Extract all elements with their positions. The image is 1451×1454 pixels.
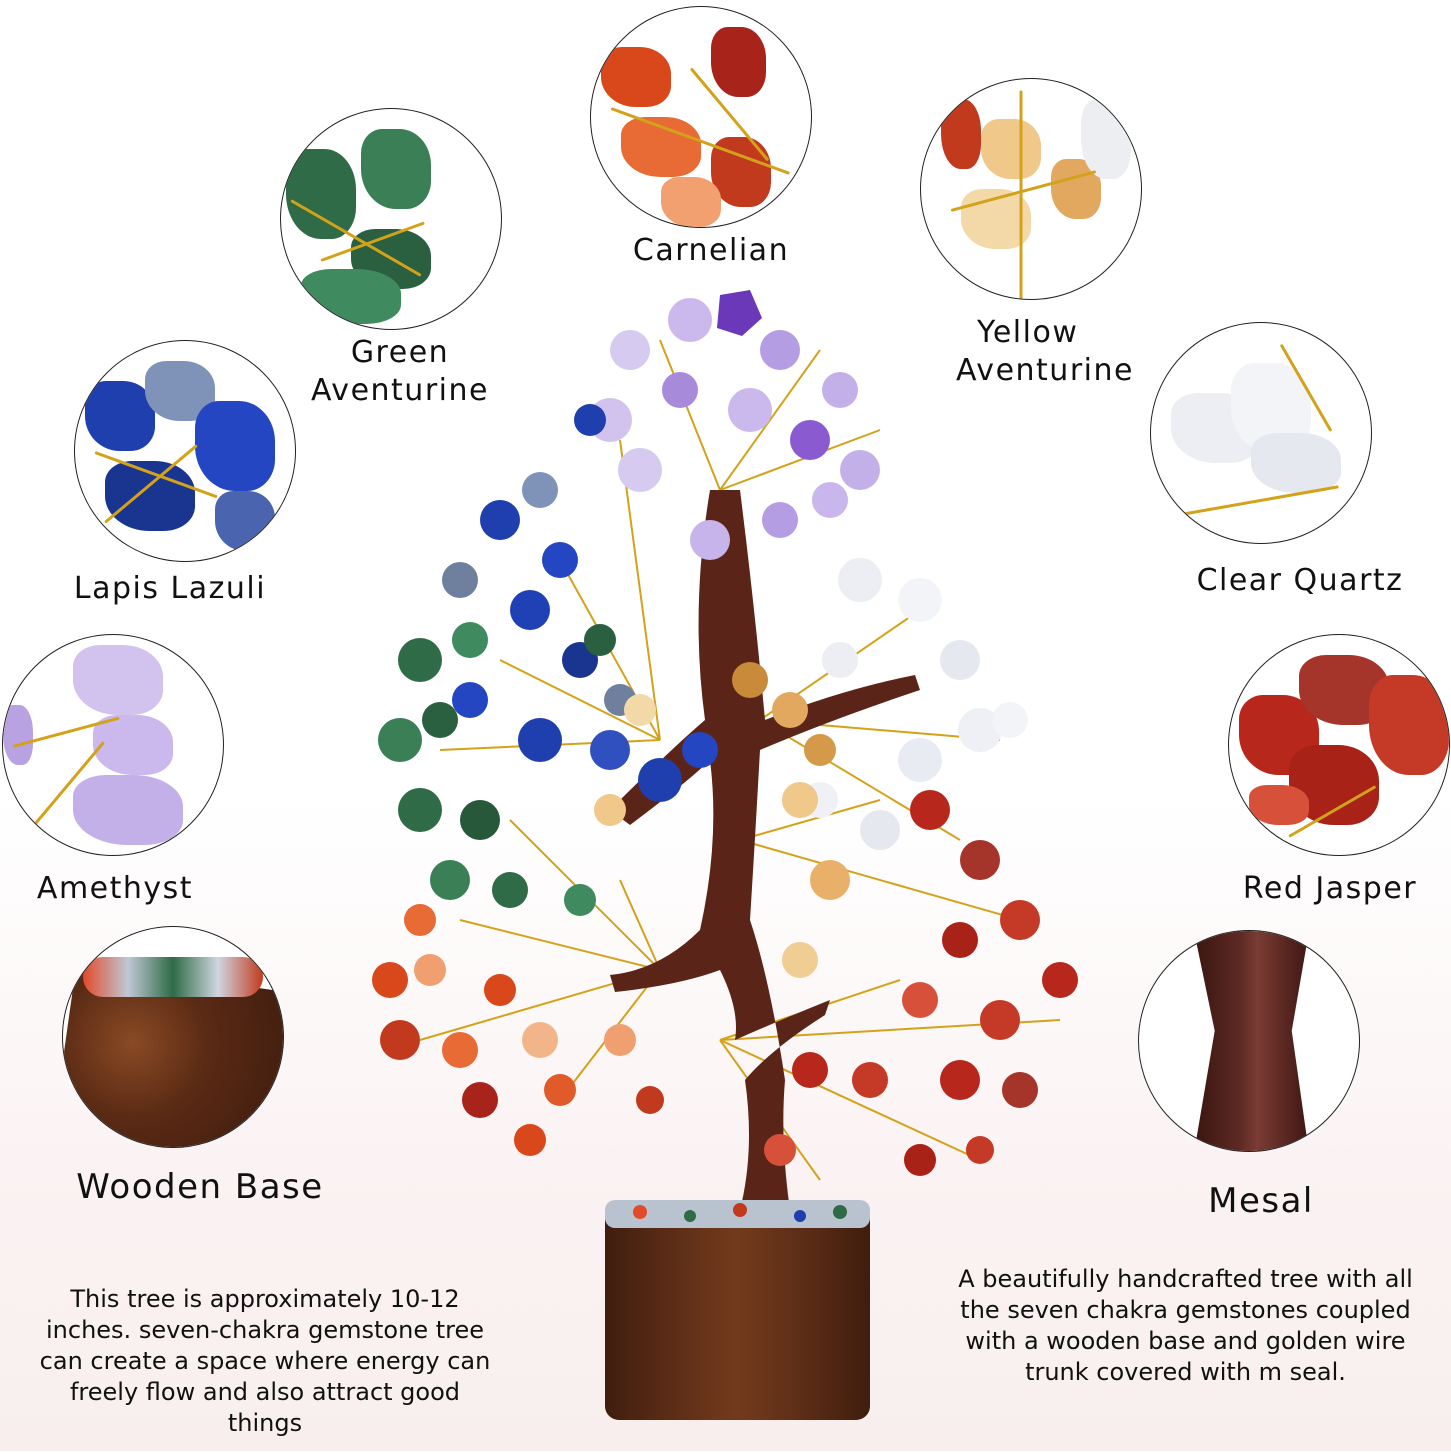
yellow-aventurine-chip — [981, 119, 1041, 179]
yellow-aventurine-cluster — [594, 662, 850, 978]
wooden-base-label: Wooden Base — [76, 1167, 324, 1207]
green-aventurine-label-line-2: Aventurine — [311, 373, 489, 408]
amethyst-chip — [73, 775, 183, 845]
red-jasper-chip — [1369, 675, 1449, 775]
craft-description-line: the seven chakra gemstones coupled — [960, 1296, 1411, 1324]
carnelian-cluster — [372, 904, 664, 1156]
carnelian-detail-circle — [590, 6, 812, 228]
amethyst-chip — [93, 715, 173, 775]
red-jasper-cluster — [764, 790, 1078, 1176]
green-aventurine-label-line-1: Green — [350, 335, 450, 370]
mixed-chips — [83, 957, 263, 997]
mesal-detail-circle — [1138, 930, 1360, 1152]
mesal-label: Mesal — [1208, 1181, 1314, 1221]
red-chip — [941, 99, 981, 169]
green-aventurine-chip — [361, 129, 431, 209]
carnelian-chip — [711, 27, 766, 97]
green-aventurine-label: Green Aventurine — [300, 334, 500, 410]
yellow-aventurine-label: Yellow Aventurine — [945, 314, 1145, 390]
size-description-line: freely flow and also attract good — [69, 1378, 461, 1406]
lapis-lazuli-label: Lapis Lazuli — [73, 571, 267, 606]
lapis-lazuli-detail-circle — [74, 340, 296, 562]
size-description-line: inches. seven-chakra gemstone tree — [46, 1316, 484, 1344]
carnelian-chip — [661, 177, 721, 227]
wooden-base — [605, 1200, 870, 1420]
amethyst-label: Amethyst — [36, 871, 194, 906]
size-description-line: can create a space where energy can — [39, 1347, 491, 1375]
amethyst-chip — [3, 705, 33, 765]
green-aventurine-chip — [286, 149, 356, 239]
amethyst-cluster — [588, 290, 880, 560]
lapis-lazuli-chip — [215, 491, 275, 551]
craft-description-line: A beautifully handcrafted tree with all — [958, 1265, 1413, 1293]
clear-quartz-chip — [1081, 99, 1131, 179]
trunk — [610, 490, 920, 1210]
lapis-lazuli-chip — [195, 401, 275, 491]
amethyst-chip — [73, 645, 163, 715]
chakra-gemstone-tree — [360, 280, 1080, 1450]
lapis-lazuli-cluster — [442, 404, 718, 802]
tree-illustration — [372, 290, 1078, 1420]
yellow-aventurine-detail-circle — [920, 78, 1142, 300]
craft-description: A beautifully handcrafted tree with all … — [920, 1264, 1451, 1388]
carnelian-chip — [601, 47, 671, 107]
red-jasper-label: Red Jasper — [1242, 871, 1418, 906]
craft-description-line: with a wooden base and golden wire — [965, 1327, 1406, 1355]
clear-quartz-detail-circle — [1150, 322, 1372, 544]
yellow-aventurine-label-line-1: Yellow — [977, 315, 1079, 350]
mesal-trunk-texture — [1194, 931, 1309, 1151]
wooden-base-detail-circle — [62, 926, 284, 1148]
size-description: This tree is approximately 10-12 inches.… — [0, 1284, 530, 1439]
green-aventurine-cluster — [378, 622, 616, 916]
craft-description-line: trunk covered with m seal. — [1025, 1358, 1346, 1386]
size-description-line: things — [227, 1409, 303, 1437]
lapis-lazuli-chip — [85, 381, 155, 451]
size-description-line: This tree is approximately 10-12 — [70, 1285, 460, 1313]
gold-wire — [1019, 90, 1023, 299]
red-jasper-chip — [1249, 785, 1309, 825]
gold-wire — [1180, 485, 1339, 516]
clear-quartz-chip — [1251, 433, 1341, 493]
clear-quartz-label: Clear Quartz — [1196, 563, 1404, 598]
amethyst-detail-circle — [2, 634, 224, 856]
carnelian-label: Carnelian — [632, 233, 790, 268]
yellow-aventurine-label-line-2: Aventurine — [956, 353, 1134, 388]
red-jasper-detail-circle — [1228, 634, 1450, 856]
green-aventurine-chip — [301, 269, 401, 324]
green-aventurine-detail-circle — [280, 108, 502, 330]
